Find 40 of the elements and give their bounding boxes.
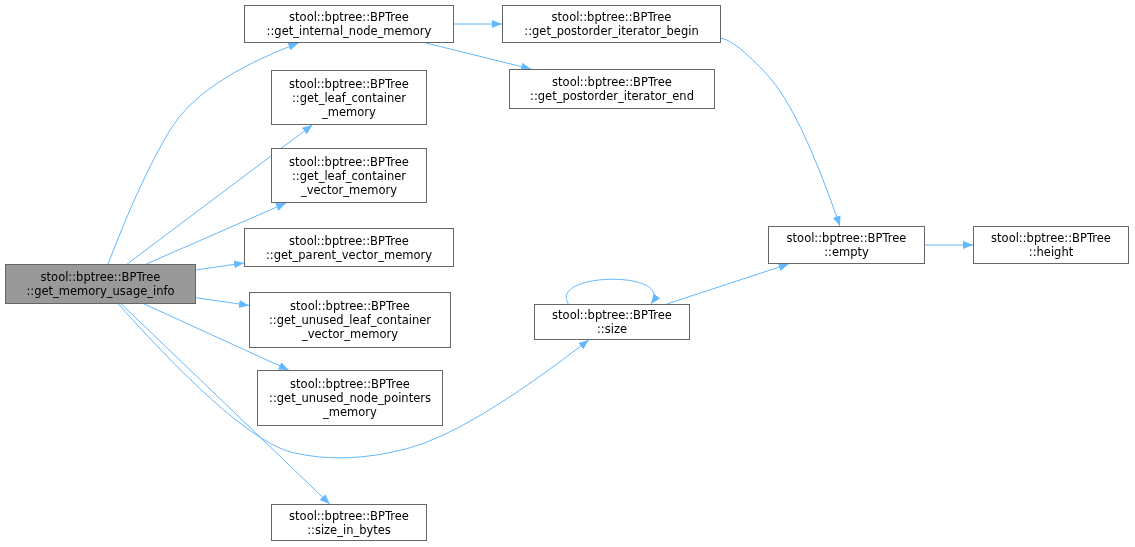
function-name: stool::bptree::BPTree ::get_leaf_container _vector_memory	[288, 154, 410, 197]
function-name: stool::bptree::BPTree ::get_internal_node_memory	[265, 10, 433, 38]
arrow	[666, 263, 790, 305]
function-name: stool::bptree::BPTree ::size_in_bytes	[288, 508, 410, 537]
arrow	[143, 303, 290, 371]
function-name: stool::bptree::BPTree ::get_unused_node_pointers _memory	[268, 377, 432, 419]
function-name: stool::bptree::BPTree ::size	[551, 308, 673, 336]
arrow	[453, 20, 503, 28]
function-box	[973, 226, 1129, 264]
function-box	[249, 292, 451, 348]
function-box	[271, 504, 427, 541]
arrow	[145, 202, 287, 265]
arrow	[720, 37, 841, 227]
function-box	[271, 70, 427, 125]
function-box	[5, 264, 196, 304]
function-box	[502, 5, 721, 43]
function-name: stool::bptree::BPTree ::height	[990, 231, 1112, 259]
function-box	[244, 228, 454, 267]
arrow	[425, 42, 532, 71]
arrow	[195, 297, 250, 308]
function-name: stool::bptree::BPTree ::get_unused_leaf_container _vector_memory	[268, 299, 432, 341]
arrow	[924, 241, 974, 249]
arrow	[120, 303, 331, 505]
function-box	[244, 5, 454, 43]
arrow	[195, 260, 245, 271]
arrow	[117, 303, 590, 459]
arrow	[107, 42, 299, 265]
arrow	[565, 278, 659, 305]
function-name: stool::bptree::BPTree ::get_leaf_container _memory	[288, 76, 410, 119]
function-box	[768, 226, 925, 264]
function-box	[534, 304, 690, 340]
function-name: stool::bptree::BPTree ::empty	[785, 231, 908, 259]
function-box	[257, 370, 443, 426]
arrow	[126, 124, 313, 265]
function-name: stool::bptree::BPTree ::get_parent_vector_memory	[264, 233, 434, 262]
function-name: stool::bptree::BPTree ::get_memory_usage_info	[25, 270, 176, 298]
function-name: stool::bptree::BPTree ::get_postorder_iterator_begin	[523, 10, 700, 38]
function-name: stool::bptree::BPTree ::get_postorder_iterator_end	[529, 75, 695, 103]
function-box	[509, 69, 715, 109]
function-box	[271, 148, 427, 203]
